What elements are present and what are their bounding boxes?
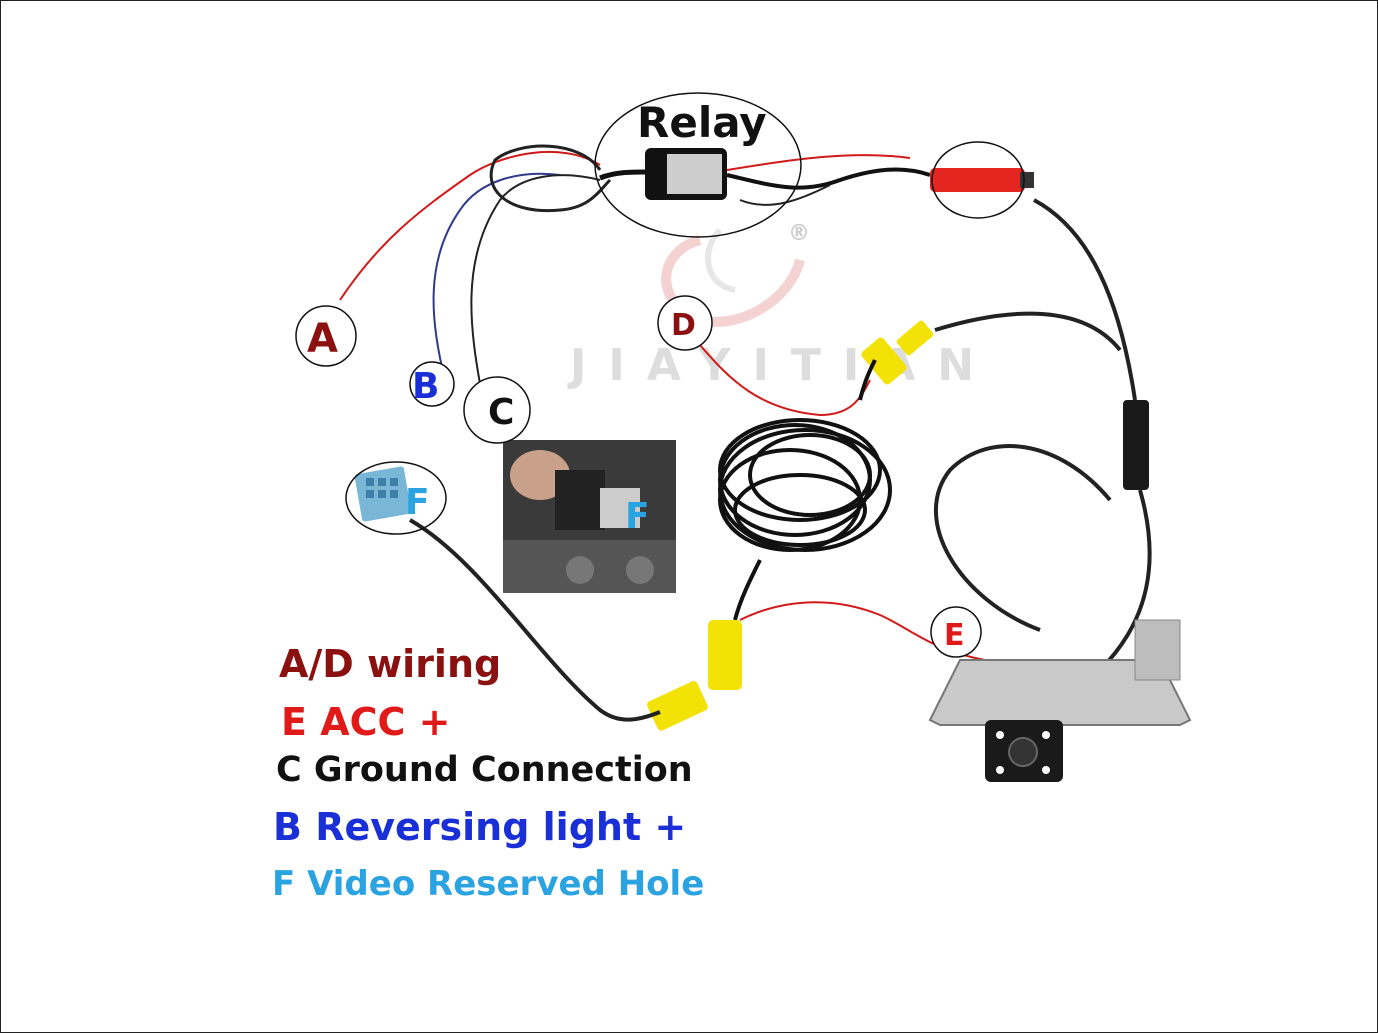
marker-c-circle: [463, 376, 531, 444]
marker-f-label: F: [405, 482, 430, 523]
legend-f-video: F Video Reserved Hole: [272, 864, 705, 904]
wire-b-blue: [432, 172, 561, 381]
legend-ad-wiring: A/D wiring: [279, 642, 502, 686]
watermark-registered-mark: ®: [788, 221, 810, 246]
red-power-connector: [930, 168, 1025, 192]
f-video-cable: [409, 518, 661, 722]
rca-connector-lower: [647, 620, 742, 731]
inset-photo-f-label: F: [625, 496, 650, 537]
legend-c-ground: C Ground Connection: [276, 750, 693, 790]
relay-title: Relay: [637, 98, 767, 147]
power-cable-right: [1033, 198, 1137, 401]
marker-e-label: E: [944, 618, 965, 653]
rca-connector-top: [861, 320, 934, 385]
watermark-text: JIAYITIAN: [567, 340, 996, 391]
marker-c-label: C: [488, 392, 514, 433]
camera-bracket: [928, 619, 1192, 782]
relay-cable-left: [599, 169, 646, 181]
inset-photo-radio-harness: [503, 440, 676, 593]
relay-callout-circle: [594, 92, 802, 238]
harness-loop: [489, 144, 612, 213]
wire-a-red: [339, 150, 601, 301]
marker-d-label: D: [671, 308, 696, 343]
rca-top-cable: [934, 311, 1122, 352]
connector-callout-circle: [931, 141, 1025, 219]
relay-cable-right: [726, 167, 931, 190]
coiled-video-cable: [718, 418, 892, 552]
f-callout-circle: [345, 461, 447, 535]
inline-connector: [1123, 400, 1149, 490]
marker-e-circle: [930, 606, 982, 658]
marker-b-circle: [409, 361, 455, 407]
f-blue-connector: [354, 466, 412, 522]
relay-label-patch: [667, 154, 722, 194]
camera-cable-lower: [1098, 489, 1152, 672]
coil-to-top-rca: [858, 359, 877, 401]
relay-cable-red: [726, 154, 911, 171]
camera-loop-cable: [933, 444, 1112, 632]
coil-to-lower-rca: [733, 559, 762, 621]
marker-a-label: A: [307, 316, 338, 362]
wire-c-black: [470, 174, 601, 396]
red-connector-tip: [1020, 172, 1034, 188]
marker-b-label: B: [412, 366, 439, 407]
wire-d-red: [699, 344, 871, 417]
marker-d-circle: [657, 295, 713, 351]
legend-e-acc: E ACC +: [281, 700, 451, 744]
marker-a-circle: [295, 305, 357, 367]
legend-b-reversing: B Reversing light +: [273, 805, 687, 849]
